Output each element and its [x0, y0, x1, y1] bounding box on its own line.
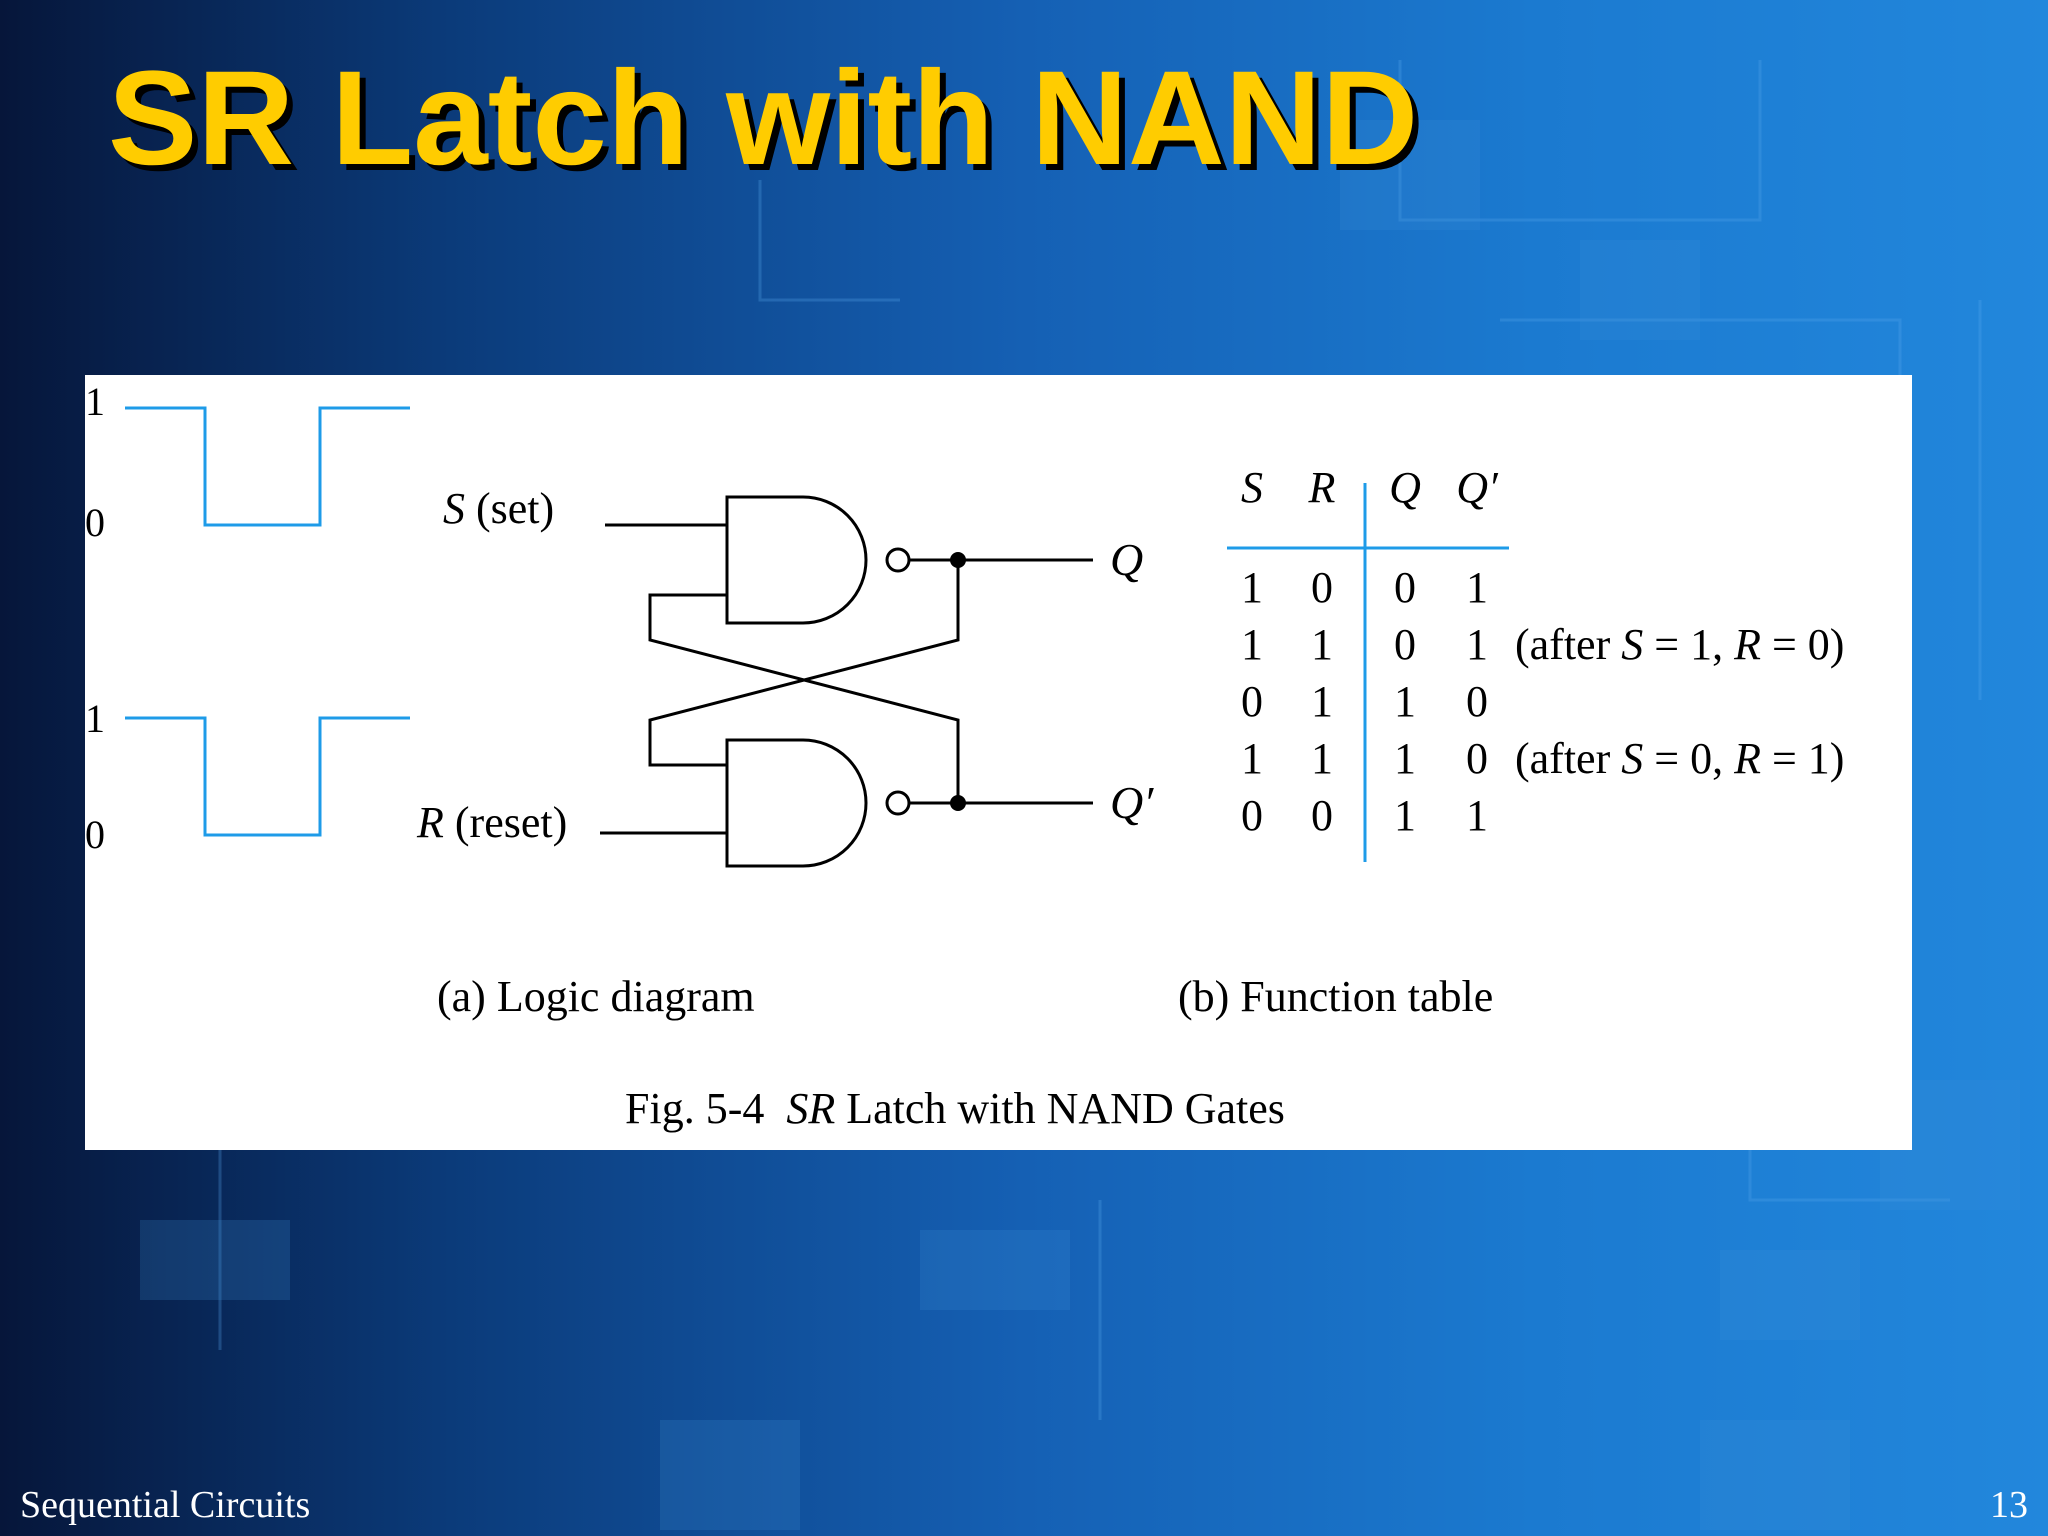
- junction-q: [950, 552, 966, 568]
- table-header-q-prime: Q′: [1456, 463, 1499, 512]
- table-cell: 1: [1311, 620, 1333, 669]
- table-cell: 1: [1241, 620, 1263, 669]
- table-row-note: (after S = 0, R = 1): [1515, 734, 1844, 783]
- waveform-r-high-label: 1: [85, 696, 105, 741]
- logic-diagram-caption: (a) Logic diagram: [437, 972, 755, 1021]
- nand-gate-bottom: [725, 738, 868, 868]
- waveform-r: 1 0: [85, 696, 410, 857]
- table-cell: 0: [1394, 620, 1416, 669]
- table-header-r: R: [1308, 463, 1336, 512]
- table-cell: 1: [1394, 791, 1416, 840]
- waveform-s: 1 0: [85, 379, 410, 545]
- waveform-s-signal: [125, 406, 410, 527]
- feedback-qprime-to-top: [648, 593, 960, 803]
- table-cell: 0: [1241, 791, 1263, 840]
- input-r-label: R (reset): [416, 798, 567, 847]
- table-header-q: Q: [1389, 463, 1421, 512]
- table-cell: 1: [1466, 791, 1488, 840]
- table-row-note: (after S = 1, R = 0): [1515, 620, 1844, 669]
- output-q-label: Q: [1110, 534, 1143, 585]
- table-cell: 0: [1466, 677, 1488, 726]
- function-table-caption: (b) Function table: [1178, 972, 1493, 1021]
- table-cell: 1: [1394, 734, 1416, 783]
- figure-canvas: 1 0 1 0 S (set) R (reset): [85, 379, 1844, 1133]
- table-cell: 0: [1466, 734, 1488, 783]
- waveform-s-low-label: 0: [85, 500, 105, 545]
- table-cell: 1: [1241, 734, 1263, 783]
- waveform-r-signal: [125, 716, 410, 837]
- table-cell: 0: [1311, 791, 1333, 840]
- waveform-s-high-label: 1: [85, 379, 105, 424]
- table-cell: 1: [1466, 620, 1488, 669]
- table-cell: 0: [1241, 677, 1263, 726]
- waveform-r-low-label: 0: [85, 812, 105, 857]
- function-table: S R Q Q′ 1 0 0 1 1 1 0 1 (after S = 1, R…: [1178, 463, 1844, 1021]
- table-cell: 1: [1311, 677, 1333, 726]
- output-q-prime-label: Q′: [1110, 777, 1154, 828]
- logic-diagram: S (set) R (reset): [416, 484, 1154, 1021]
- figure-caption: Fig. 5-4 SR Latch with NAND Gates: [625, 1084, 1285, 1133]
- figure-panel: 1 0 1 0 S (set) R (reset): [85, 375, 1912, 1150]
- table-cell: 1: [1394, 677, 1416, 726]
- junction-q-prime: [950, 795, 966, 811]
- table-cell: 1: [1466, 563, 1488, 612]
- nand-gate-bottom-bubble: [885, 790, 911, 816]
- table-cell: 1: [1241, 563, 1263, 612]
- slide-title: SR Latch with NAND: [108, 44, 1419, 193]
- table-cell: 0: [1311, 563, 1333, 612]
- feedback-q-to-bottom: [648, 560, 960, 767]
- table-cell: 0: [1394, 563, 1416, 612]
- footer-page-number: 13: [1990, 1484, 2028, 1526]
- table-cell: 1: [1311, 734, 1333, 783]
- input-s-label: S (set): [443, 484, 554, 533]
- nand-gate-top: [725, 495, 868, 625]
- footer-course-title: Sequential Circuits: [20, 1484, 311, 1526]
- table-header-s: S: [1241, 463, 1263, 512]
- nand-gate-top-bubble: [885, 547, 911, 573]
